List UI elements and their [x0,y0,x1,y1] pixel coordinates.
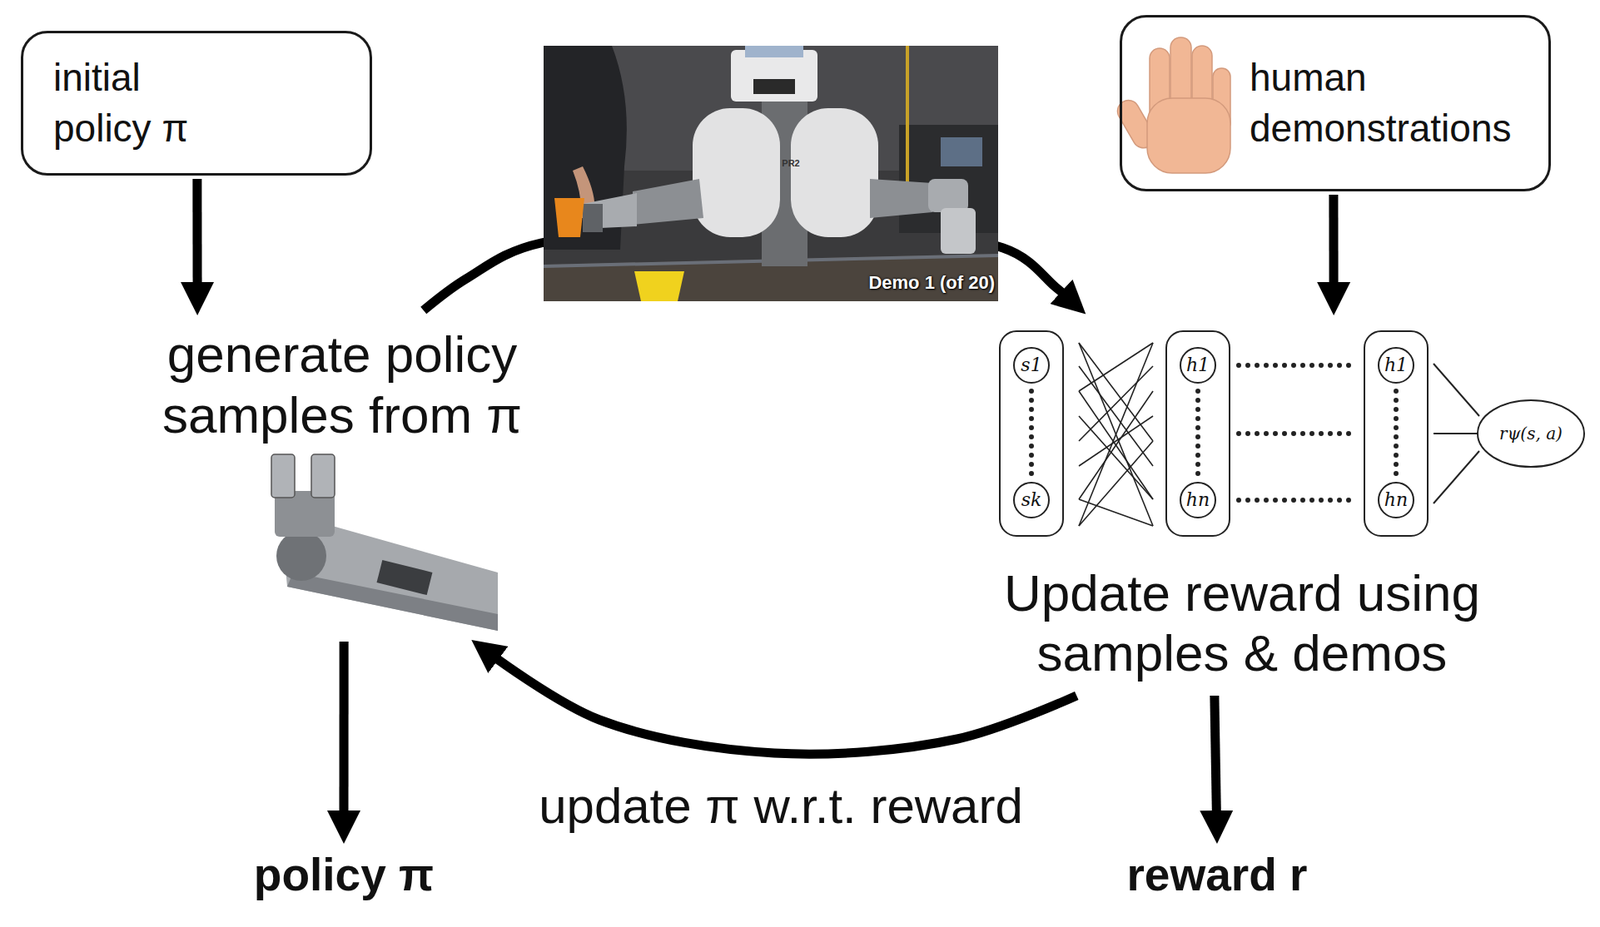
dense-connections-part [1078,342,1153,527]
ellipsis-dots-part [1028,391,1034,477]
robot-demo-photo-part [940,208,976,254]
hand-icon-part [1147,98,1231,174]
robot-arm-part [377,560,433,596]
neuron-circles-part [1378,482,1414,518]
dense-connections-part [1078,391,1153,500]
reward-network-part [1433,451,1480,504]
edge-label: update π w.r.t. reward [535,777,1027,835]
neuron-circles-part [1378,347,1414,383]
dense-connections-part [1078,366,1153,442]
reward-network [999,331,1585,537]
robot-demo-photo-part [790,108,879,238]
ellipsis-dots-part [1238,497,1356,503]
step-text: generate policy samples from π [117,320,567,637]
reward-network-part [1166,331,1230,537]
robot-arm-part [271,454,295,498]
dense-connections [1078,342,1153,527]
ellipsis-dots-part [1238,431,1356,437]
neuron-label: hn [1384,490,1408,511]
neuron-label: h1 [1186,355,1210,376]
node-text: generate policy samples from π [117,324,567,446]
ellipsis-dots [1031,365,1397,501]
start-box: initial policy π [20,30,373,176]
hand-icon [1113,37,1231,174]
robot-demo-photo-part [582,203,603,233]
robot-arm-part [311,454,335,498]
robot-demo-photo-part [692,108,781,238]
neuron-label: hn [1186,490,1210,511]
neuron-circles-part [1013,347,1049,383]
robot-demo-photo-part [543,45,999,302]
neuron-circles-part [1180,347,1216,383]
node-text: policy π [253,849,434,902]
input-box: human demonstrations [1119,14,1551,192]
dense-connections-part [1078,416,1153,467]
robot-arm-part [276,531,327,582]
node-text: initial policy π [53,52,220,155]
robot-demo-photo-part [745,45,804,58]
neuron-label: s1 [1020,355,1042,376]
reward-network-part [1364,331,1428,537]
flow-arrow [1328,194,1338,294]
robot-demo-photo-part [632,178,704,225]
robot-demo-photo-part [940,137,983,167]
node-text: Update reward using samples & demos [942,563,1542,685]
dense-connections-part [1078,342,1153,527]
robot-demo-photo-part [730,49,818,102]
dense-connections-part [1078,342,1153,392]
ellipsis-dots-part [1195,391,1201,477]
neuron-circles-part [1477,400,1585,468]
robot-name: PR2 [781,158,800,169]
robot-demo-photo-part [928,178,969,213]
flow-arrow [339,641,349,823]
dense-connections-part [1078,342,1153,442]
flow-arrow [192,178,202,294]
dense-connections-part [1078,416,1153,500]
connector-group [197,178,1334,823]
robot-demo-photo [543,45,999,302]
output-label: policy π [253,849,434,902]
robot-demo-photo-part [634,271,685,302]
neuron-label: sk [1021,490,1043,511]
neuron-circles-part [1013,482,1049,518]
neuron-circles [1013,347,1585,518]
robot-demo-photo-part [554,198,585,238]
reward-network-part [999,331,1064,537]
node-text: reward r [1126,849,1307,902]
robot-demo-photo-part [869,178,933,219]
output-label: reward r [1126,849,1307,902]
dense-connections-part [1078,366,1153,467]
video-caption: Demo 1 (of 20) [868,273,995,294]
neuron-label: h1 [1384,355,1408,376]
robot-arm [271,454,498,632]
neuron-circles-part [1180,482,1216,518]
reward-network-part [1433,363,1480,417]
flow-arrow [488,652,1077,755]
ellipsis-dots-part [1238,362,1356,368]
reward-output-label: rψ(s, a) [1499,424,1563,443]
robot-demo-photo-part [753,79,796,95]
reward-network-part [1433,432,1478,435]
flow-arrow [1214,695,1218,823]
node-text: human demonstrations [1249,52,1525,155]
ellipsis-dots-part [1393,391,1399,477]
